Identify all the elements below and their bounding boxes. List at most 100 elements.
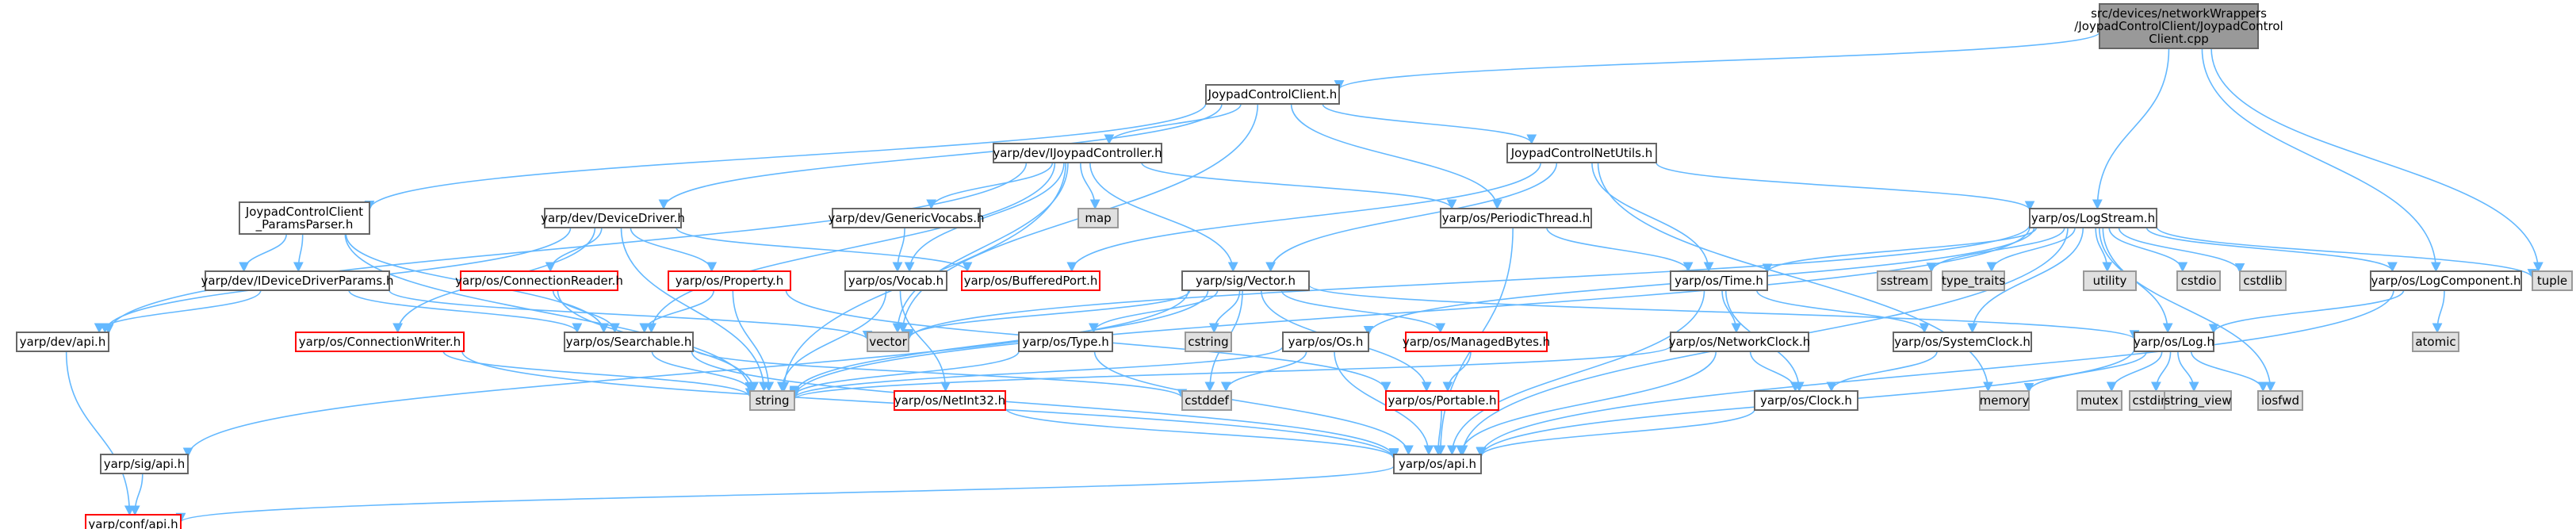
edge-gv-to-vocab: [892, 227, 905, 273]
node-box: [295, 332, 465, 352]
node-label: iosfwd: [2261, 393, 2299, 408]
edge-idp-to-search: [348, 289, 583, 334]
node-atomic: atomic: [2412, 332, 2459, 352]
node-ijc[interactable]: yarp/dev/IJoypadController.h: [993, 143, 1162, 163]
node-label: yarp/os/Os.h: [1288, 335, 1364, 349]
edge-lc-to-log: [2208, 289, 2405, 335]
node-sc[interactable]: yarp/os/SystemClock.h: [1893, 332, 2032, 352]
node-box: [832, 208, 981, 228]
node-box: [100, 454, 189, 474]
node-box: [1018, 332, 1113, 352]
edge-jcnu-to-sv: [1265, 162, 1558, 273]
node-box: [1385, 390, 1499, 411]
node-label: yarp/dev/IJoypadController.h: [993, 146, 1162, 160]
edge-search-to-osapi: [691, 351, 1399, 458]
node-box: [2257, 390, 2303, 411]
node-label: type_traits: [1942, 274, 2005, 289]
node-sigapi[interactable]: yarp/sig/api.h: [100, 454, 189, 474]
node-sv[interactable]: yarp/sig/Vector.h: [1181, 270, 1310, 291]
edge-search-to-string: [651, 351, 756, 393]
edge-sc-to-clock: [1826, 351, 1938, 393]
node-box: [867, 332, 909, 352]
node-label: yarp/os/Portable.h: [1388, 393, 1497, 408]
node-label: vector: [869, 335, 907, 349]
node-jccp[interactable]: JoypadControlClient_ParamsParser.h: [239, 201, 370, 235]
node-gv[interactable]: yarp/dev/GenericVocabs.h: [829, 208, 985, 228]
node-box: [85, 514, 182, 529]
edge-jcc-to-dd: [658, 103, 1223, 210]
node-utility: utility: [2083, 270, 2137, 291]
edge-osapi-to-confapi: [176, 465, 1395, 523]
edge-ijc-to-devapi: [103, 162, 1028, 335]
node-cstring: cstring: [1185, 332, 1232, 352]
edge-type-to-string: [789, 351, 1020, 397]
node-box: [668, 270, 791, 291]
node-time[interactable]: yarp/os/Time.h: [1670, 270, 1768, 291]
node-cr[interactable]: yarp/os/ConnectionReader.h: [455, 270, 623, 291]
node-box: [1205, 84, 1340, 105]
edge-root-to-jcc: [1334, 31, 2100, 90]
edge-ijc-to-vector: [892, 162, 1069, 334]
node-nc[interactable]: yarp/os/NetworkClock.h: [1669, 332, 1811, 352]
edge-ls-to-tuple: [2156, 226, 2538, 279]
node-label: yarp/os/ConnectionReader.h: [455, 274, 623, 288]
node-label: JoypadControlClient: [245, 205, 363, 219]
node-box: [1185, 332, 1232, 352]
node-jcnu[interactable]: JoypadControlNetUtils.h: [1506, 143, 1657, 163]
node-root[interactable]: src/devices/networkWrappers/JoypadContro…: [2074, 3, 2283, 49]
node-label: yarp/os/Type.h: [1022, 335, 1109, 349]
node-label: utility: [2093, 274, 2127, 288]
node-box: [993, 143, 1162, 163]
node-type[interactable]: yarp/os/Type.h: [1018, 332, 1113, 352]
node-label: yarp/conf/api.h: [88, 517, 178, 529]
edge-sv-to-log: [1308, 284, 2140, 340]
node-box: [16, 332, 109, 352]
node-idp[interactable]: yarp/dev/IDeviceDriverParams.h: [201, 270, 394, 291]
node-iosfwd: iosfwd: [2257, 390, 2303, 411]
node-box: [2029, 208, 2157, 228]
node-dd[interactable]: yarp/dev/DeviceDriver.h: [541, 208, 685, 228]
edge-sv-to-string: [789, 289, 1209, 397]
node-bp[interactable]: yarp/os/BufferedPort.h: [961, 270, 1100, 291]
node-box: [544, 208, 682, 228]
node-devapi[interactable]: yarp/dev/api.h: [16, 332, 109, 352]
node-vocab[interactable]: yarp/os/Vocab.h: [844, 270, 947, 291]
node-ls[interactable]: yarp/os/LogStream.h: [2029, 208, 2157, 228]
edge-vocab-to-string: [777, 289, 887, 393]
node-box: [2176, 270, 2221, 291]
node-mb[interactable]: yarp/os/ManagedBytes.h: [1403, 332, 1550, 352]
node-ni32[interactable]: yarp/os/NetInt32.h: [894, 390, 1006, 411]
node-search[interactable]: yarp/os/Searchable.h: [564, 332, 694, 352]
node-sstream: sstream: [1877, 270, 1932, 291]
node-box: [2370, 270, 2522, 291]
node-pt[interactable]: yarp/os/PeriodicThread.h: [1440, 208, 1592, 228]
node-box: [1670, 270, 1768, 291]
node-box: [2532, 270, 2573, 291]
node-jcc[interactable]: JoypadControlClient.h: [1205, 84, 1340, 105]
node-log[interactable]: yarp/os/Log.h: [2134, 332, 2214, 352]
node-os[interactable]: yarp/os/Os.h: [1282, 332, 1369, 352]
node-clock[interactable]: yarp/os/Clock.h: [1754, 390, 1858, 411]
node-cw[interactable]: yarp/os/ConnectionWriter.h: [295, 332, 465, 352]
edge-root-to-ls: [2092, 48, 2170, 210]
node-osapi[interactable]: yarp/os/api.h: [1393, 454, 1482, 474]
edge-ijc-to-vocab: [904, 162, 1065, 273]
node-box: [2134, 332, 2214, 352]
edge-idp-to-devapi: [94, 289, 262, 334]
edge-os-to-string: [789, 346, 1284, 400]
node-label: JoypadControlNetUtils.h: [1510, 146, 1653, 160]
node-box: [894, 390, 1006, 411]
node-label: src/devices/networkWrappers: [2091, 6, 2267, 21]
node-box: [1506, 143, 1657, 163]
node-lc[interactable]: yarp/os/LogComponent.h: [2370, 270, 2522, 291]
node-box: [205, 270, 390, 291]
node-confapi[interactable]: yarp/conf/api.h: [85, 514, 182, 529]
node-portable[interactable]: yarp/os/Portable.h: [1385, 390, 1499, 411]
edge-nc-to-clock: [1749, 351, 1801, 393]
edge-pt-to-time: [1546, 227, 1694, 273]
node-label: yarp/dev/IDeviceDriverParams.h: [201, 274, 394, 288]
node-label: yarp/os/PeriodicThread.h: [1442, 211, 1590, 225]
node-box: [1393, 454, 1482, 474]
node-label: yarp/os/Searchable.h: [566, 335, 692, 349]
node-prop[interactable]: yarp/os/Property.h: [668, 270, 791, 291]
